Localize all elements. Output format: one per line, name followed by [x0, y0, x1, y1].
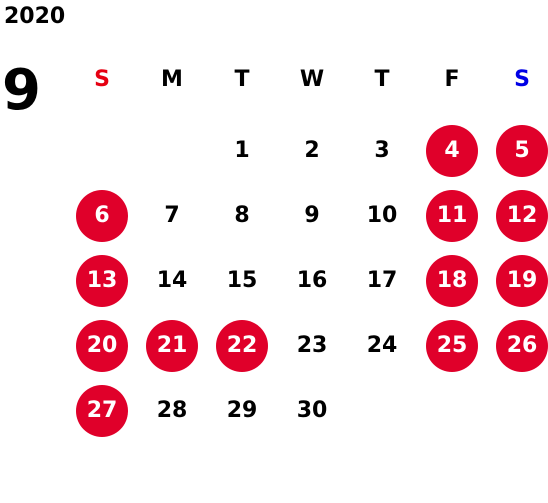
day-cell: 22	[207, 313, 277, 378]
calendar-week-row: 20 21 22 23 24 25 26	[67, 313, 548, 378]
day-cell: 6	[67, 183, 137, 248]
calendar-day[interactable]: 17	[366, 268, 398, 293]
day-cell: 15	[207, 248, 277, 313]
calendar-day[interactable]: 24	[366, 333, 398, 358]
weekday-header: S	[514, 67, 530, 92]
day-cell: 29	[207, 378, 277, 443]
holiday-day[interactable]: 19	[496, 254, 548, 307]
calendar-day[interactable]: 15	[226, 268, 258, 293]
day-cell: 30	[277, 378, 347, 443]
day-cell: 4	[417, 118, 487, 183]
holiday-day[interactable]: 5	[496, 124, 548, 177]
holiday-day[interactable]: 12	[496, 189, 548, 242]
day-cell: 27	[67, 378, 137, 443]
day-cell: 16	[277, 248, 347, 313]
calendar-day[interactable]: 8	[234, 203, 250, 228]
day-cell: 18	[417, 248, 487, 313]
calendar-day[interactable]: 28	[156, 398, 188, 423]
weekday-header: T	[234, 67, 250, 92]
day-cell: 21	[137, 313, 207, 378]
calendar-day[interactable]: 2	[304, 138, 320, 163]
calendar-day[interactable]: 10	[366, 203, 398, 228]
calendar-month: 9	[2, 58, 41, 123]
day-cell: 11	[417, 183, 487, 248]
holiday-day[interactable]: 27	[76, 384, 128, 437]
calendar-day[interactable]: 3	[374, 138, 390, 163]
day-cell: 2	[277, 118, 347, 183]
empty-day-cell	[487, 378, 548, 443]
calendar-day[interactable]: 1	[234, 138, 250, 163]
holiday-day[interactable]: 13	[76, 254, 128, 307]
calendar-day[interactable]: 23	[296, 333, 328, 358]
day-cell: 1	[207, 118, 277, 183]
calendar-week-row: 27 28 29 30	[67, 378, 548, 443]
holiday-day[interactable]: 11	[426, 189, 478, 242]
holiday-day[interactable]: 25	[426, 319, 478, 372]
day-cell: 3	[347, 118, 417, 183]
day-cell: 9	[277, 183, 347, 248]
empty-day-cell	[137, 118, 207, 183]
calendar-day[interactable]: 30	[296, 398, 328, 423]
holiday-day[interactable]: 18	[426, 254, 478, 307]
day-cell: 26	[487, 313, 548, 378]
holiday-day[interactable]: 6	[76, 189, 128, 242]
calendar-day[interactable]: 29	[226, 398, 258, 423]
day-cell: 13	[67, 248, 137, 313]
holiday-day[interactable]: 20	[76, 319, 128, 372]
empty-day-cell	[417, 378, 487, 443]
weekday-header: F	[444, 67, 460, 92]
calendar-day[interactable]: 14	[156, 268, 188, 293]
weekday-header: S	[94, 67, 110, 92]
holiday-day[interactable]: 26	[496, 319, 548, 372]
calendar-week-row: 6 7 8 9 10 11 12	[67, 183, 548, 248]
day-cell: 23	[277, 313, 347, 378]
day-cell: 28	[137, 378, 207, 443]
day-cell: 14	[137, 248, 207, 313]
calendar-day[interactable]: 7	[164, 203, 180, 228]
empty-day-cell	[347, 378, 417, 443]
holiday-day[interactable]: 21	[146, 319, 198, 372]
day-cell: 25	[417, 313, 487, 378]
holiday-day[interactable]: 22	[216, 319, 268, 372]
day-cell: 8	[207, 183, 277, 248]
day-cell: 19	[487, 248, 548, 313]
weekday-header: W	[299, 67, 325, 92]
day-cell: 24	[347, 313, 417, 378]
day-cell: 17	[347, 248, 417, 313]
day-cell: 20	[67, 313, 137, 378]
day-cell: 10	[347, 183, 417, 248]
weekday-header: M	[161, 67, 183, 92]
calendar-day[interactable]: 9	[304, 203, 320, 228]
weekday-header: T	[374, 67, 390, 92]
calendar-day[interactable]: 16	[296, 268, 328, 293]
calendar-week-row: 13 14 15 16 17 18 19	[67, 248, 548, 313]
empty-day-cell	[67, 118, 137, 183]
calendar-year: 2020	[4, 4, 66, 29]
day-cell: 12	[487, 183, 548, 248]
day-cell: 5	[487, 118, 548, 183]
day-cell: 7	[137, 183, 207, 248]
holiday-day[interactable]: 4	[426, 124, 478, 177]
